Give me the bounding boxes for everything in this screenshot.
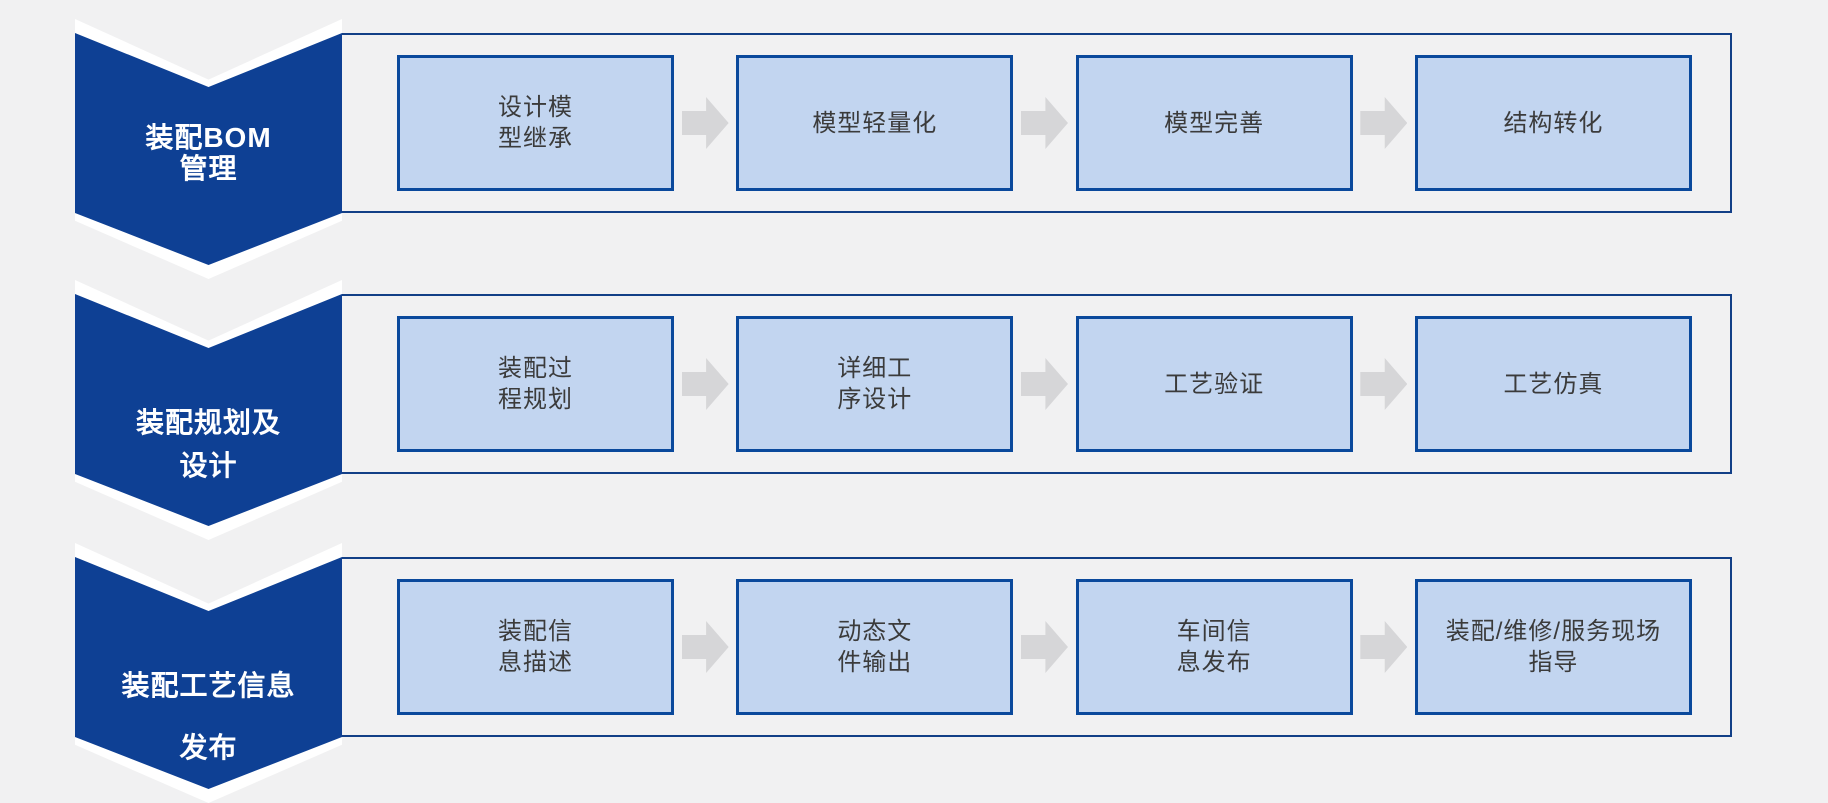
step-box: 车间信 息发布 xyxy=(1075,579,1353,715)
step-box: 装配过 程规划 xyxy=(397,316,674,452)
phase-chevron-banner: 装配BOM 管理 xyxy=(75,19,342,279)
step-box: 设计模 型继承 xyxy=(397,55,674,191)
step-box: 结构转化 xyxy=(1414,55,1692,191)
lane-assembly-planning: 装配过 程规划 详细工 序设计 工艺验证 工艺仿真 装配规划及 设计 xyxy=(0,280,1828,540)
step-label: 详细工 序设计 xyxy=(837,355,913,413)
step-box: 详细工 序设计 xyxy=(736,316,1014,452)
arrow-right-icon xyxy=(1360,358,1408,410)
step-box: 工艺验证 xyxy=(1075,316,1353,452)
step-label: 模型完善 xyxy=(1164,109,1265,137)
step-label: 设计模 型继承 xyxy=(498,94,573,152)
arrow-right-icon xyxy=(681,358,729,410)
phase-label: 装配规划及 设计 xyxy=(135,407,281,481)
step-box: 模型轻量化 xyxy=(736,55,1014,191)
arrow-right-icon xyxy=(681,97,729,149)
phase-label: 装配BOM 管理 xyxy=(145,122,272,184)
arrow-right-icon xyxy=(1360,621,1408,673)
steps-panel: 装配信 息描述 动态文 件输出 车间信 息发布 装配/维修/服务现场 指导 xyxy=(340,557,1732,737)
steps-panel: 设计模 型继承 模型轻量化 模型完善 结构转化 xyxy=(340,33,1732,213)
arrow-right-icon xyxy=(1020,358,1068,410)
phase-label: 装配工艺信息 发布 xyxy=(121,670,296,763)
arrow-right-icon xyxy=(1020,97,1068,149)
step-label: 工艺仿真 xyxy=(1503,370,1604,398)
step-box: 模型完善 xyxy=(1075,55,1353,191)
step-label: 装配过 程规划 xyxy=(498,355,573,413)
step-label: 车间信 息发布 xyxy=(1176,618,1252,676)
step-label: 工艺验证 xyxy=(1164,370,1265,398)
phase-chevron-banner: 装配工艺信息 发布 xyxy=(75,543,342,803)
step-label: 装配/维修/服务现场 指导 xyxy=(1445,618,1662,676)
lane-assembly-bom: 设计模 型继承 模型轻量化 模型完善 结构转化 装配BOM 管理 xyxy=(0,19,1828,279)
step-box: 装配信 息描述 xyxy=(397,579,674,715)
step-box: 装配/维修/服务现场 指导 xyxy=(1414,579,1692,715)
step-box: 动态文 件输出 xyxy=(736,579,1014,715)
step-box: 工艺仿真 xyxy=(1414,316,1692,452)
step-label: 结构转化 xyxy=(1503,109,1604,137)
arrow-right-icon xyxy=(1020,621,1068,673)
step-label: 模型轻量化 xyxy=(812,109,938,137)
step-label: 装配信 息描述 xyxy=(498,618,573,676)
arrow-right-icon xyxy=(681,621,729,673)
step-label: 动态文 件输出 xyxy=(837,618,913,676)
steps-panel: 装配过 程规划 详细工 序设计 工艺验证 工艺仿真 xyxy=(340,294,1732,474)
lane-process-info-release: 装配信 息描述 动态文 件输出 车间信 息发布 装配/维修/服务现场 指导 装配… xyxy=(0,543,1828,803)
arrow-right-icon xyxy=(1360,97,1408,149)
phase-chevron-banner: 装配规划及 设计 xyxy=(75,280,342,540)
